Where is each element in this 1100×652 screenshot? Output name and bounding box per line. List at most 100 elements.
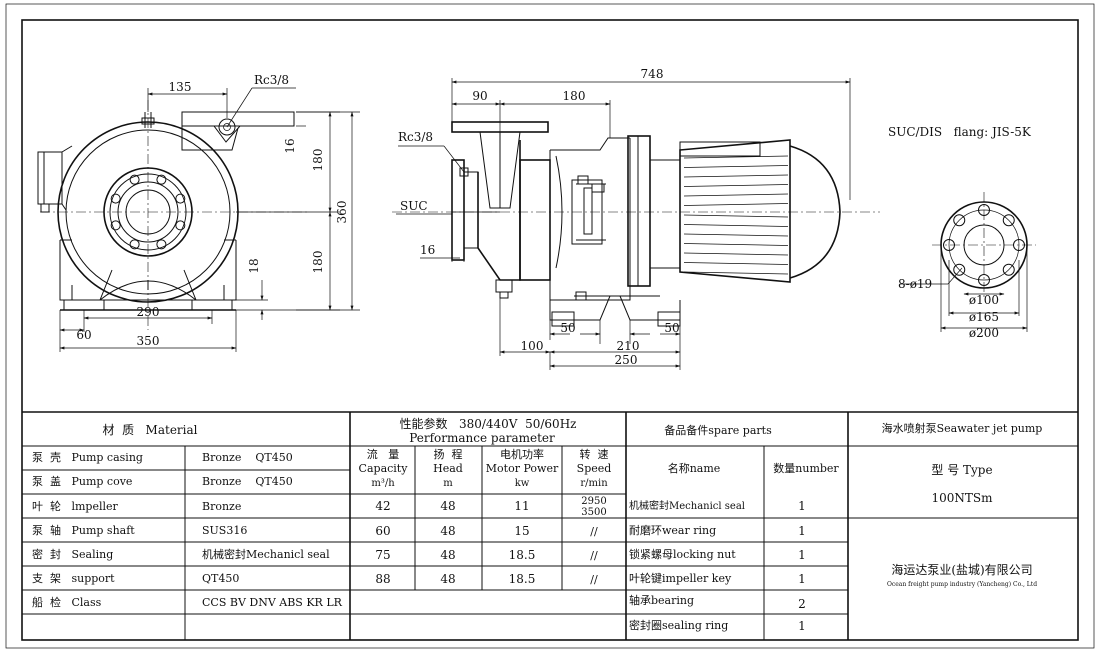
perf-capacity-1: 42 [375,499,390,513]
dim-90-side: 90 [472,89,487,103]
inner-border [21,19,1079,641]
flange-note: SUC/DIS flang: JIS-5K [888,125,1032,139]
bolt-hole [129,174,140,185]
perf-speed-2: // [590,525,598,538]
dim-60-front: 60 [76,328,91,342]
motor-fin [683,165,789,168]
spare-name-6: 密封圈sealing ring [629,618,728,632]
spare-col-qty: 数量number [773,462,839,475]
pump-title: 海水喷射泵Seawater jet pump [882,421,1043,435]
perf-speed-1a: 2950 [581,496,606,507]
dim-50-right-side: 50 [664,321,679,335]
power-cn: 电机功率 [500,447,544,461]
flange-bolt-hole [943,239,955,251]
speed-cn: 转 速 [580,447,609,461]
motor-fin [683,233,789,237]
perf-capacity-2: 60 [375,524,390,538]
mat-part-5: 密 封 Sealing [32,547,113,561]
mat-part-2: 泵 盖 Pump cove [32,474,132,488]
flange-view: SUC/DIS flang: JIS-5K 8-ø19 ø100 ø165 ø2… [888,125,1036,340]
motor-fin [683,224,789,227]
flange-bolt-hole [953,263,966,276]
mat-value-2: Bronze QT450 [202,475,293,488]
dim-100-side: 100 [521,339,544,353]
capacity-unit: m³/h [371,478,395,489]
perf-power-4: 18.5 [509,572,536,586]
mat-part-7: 船 检 Class [32,595,102,609]
dim-135-front: 135 [169,80,192,94]
mat-value-3: Bronze [202,500,241,513]
dim-16-side: 16 [420,243,435,257]
mat-part-4: 泵 轴 Pump shaft [32,523,135,537]
side-view: 748 90 180 Rc3/8 SUC 16 50 50 100 [392,67,880,370]
motor-fin [683,193,789,197]
spare-qty-1: 1 [798,499,806,513]
spare-qty-5: 2 [798,597,806,611]
type-label: 型 号 Type [931,463,992,477]
dim-250-side: 250 [615,353,638,367]
perf-power-2: 15 [514,524,529,538]
outer-border [5,3,1095,649]
dim-290-front: 290 [137,305,160,319]
dim-50-left-side: 50 [560,321,575,335]
speed-unit: r/min [580,478,608,489]
head-cn: 扬 程 [434,447,463,461]
motor-fin [683,155,789,159]
spare-qty-3: 1 [798,548,806,562]
dim-180-bottom-front: 180 [311,251,325,274]
spare-header: 备品备件spare parts [664,423,772,437]
spare-qty-6: 1 [798,619,806,633]
perf-speed-4: // [590,573,598,586]
dim-16-front: 16 [283,138,297,153]
dim-180-side: 180 [563,89,586,103]
motor-fin [683,252,789,256]
power-en: Motor Power [486,462,559,475]
perf-power-3: 18.5 [509,548,536,562]
mat-value-5: 机械密封Mechanicl seal [202,547,330,561]
spec-table: 材 质 Material 性能参数 380/440V 50/60Hz Perfo… [22,411,1078,640]
dim-rc38-side: Rc3/8 [398,130,433,144]
material-header: 材 质 Material [102,423,197,437]
bolt-hole [156,174,167,185]
motor-fin [683,203,789,206]
bolt-hole [156,239,167,250]
bolt-hole [129,239,140,250]
dim-rc38-front: Rc3/8 [254,73,289,87]
spare-qty-2: 1 [798,524,806,538]
capacity-cn: 流 量 [367,447,400,461]
mat-value-1: Bronze QT450 [202,451,293,464]
head-en: Head [433,462,463,475]
type-value: 100NTSm [931,491,993,505]
mat-value-6: QT450 [202,572,239,585]
front-view: 135 Rc3/8 180 180 360 16 18 290 60 [37,73,360,352]
perf-capacity-3: 75 [375,548,390,562]
suc-label-side: SUC [400,199,428,213]
flange-bolt-hole [978,204,990,216]
dim-210-side: 210 [617,339,640,353]
bolt-hole [110,193,121,204]
bolt-hole [175,220,186,231]
company-en: Ocean freight pump industry (Yancheng) C… [887,581,1037,588]
perf-head-2: 48 [440,524,455,538]
mat-part-1: 泵 壳 Pump casing [32,450,143,464]
spare-col-name: 名称name [668,461,721,475]
company-cn: 海运达泵业(盐城)有限公司 [891,562,1032,577]
motor-fin [683,262,789,265]
perf-head-3: 48 [440,548,455,562]
flange-bolt-hole [1002,214,1015,227]
dim-350-front: 350 [137,334,160,348]
motor-fin [683,174,789,178]
bolt-hole [175,193,186,204]
flange-bolt-hole [953,214,966,227]
motor-fin [683,184,789,187]
flange-d100: ø100 [969,293,999,307]
perf-header-line2: Performance parameter [409,431,555,445]
dim-18-front: 18 [247,258,261,273]
bolt-hole [110,220,121,231]
motor-fin [683,243,789,246]
perf-capacity-4: 88 [375,572,390,586]
perf-speed-3: // [590,549,598,562]
mat-value-4: SUS316 [202,524,247,537]
flange-d200: ø200 [969,326,999,340]
